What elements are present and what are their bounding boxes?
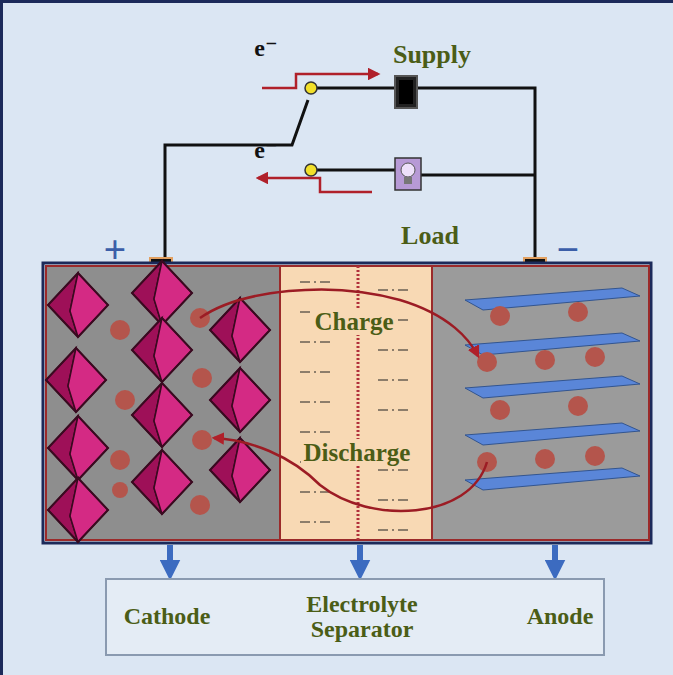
lithium-ion (477, 302, 605, 472)
process-label: Charge (311, 308, 396, 335)
lithium-ion (110, 308, 212, 515)
part-name: Anode (495, 604, 625, 629)
supply-label-box: Supply (389, 39, 475, 72)
graphite-layer (465, 288, 640, 490)
polarity-sign: + (104, 230, 127, 270)
part-name-box: CathodeElectrolyte SeparatorAnode (105, 578, 605, 656)
part-name: Cathode (97, 604, 237, 629)
switch-contact (305, 82, 317, 94)
bulb-symbol (395, 158, 421, 190)
pointer-arrow (170, 545, 555, 570)
electrolyte-region (280, 266, 432, 540)
electron-label: e⁻ (254, 36, 277, 60)
circuit-wire (165, 88, 535, 258)
switch-contact (305, 164, 317, 176)
component-name: Load (401, 222, 459, 251)
cathode-crystal (46, 261, 270, 542)
electron-arrow (258, 74, 378, 192)
polarity-sign: − (557, 230, 580, 270)
anode-region (432, 266, 649, 540)
battery-case (43, 263, 651, 543)
electrolyte-marks (300, 282, 408, 530)
ion-path (200, 290, 487, 511)
electron-label: e⁻ (254, 138, 277, 162)
supply-symbol (395, 76, 417, 108)
component-name: Supply (393, 41, 471, 70)
part-name: Electrolyte Separator (277, 592, 447, 642)
load-label-box: Load (397, 220, 463, 253)
process-label: Discharge (301, 439, 414, 466)
